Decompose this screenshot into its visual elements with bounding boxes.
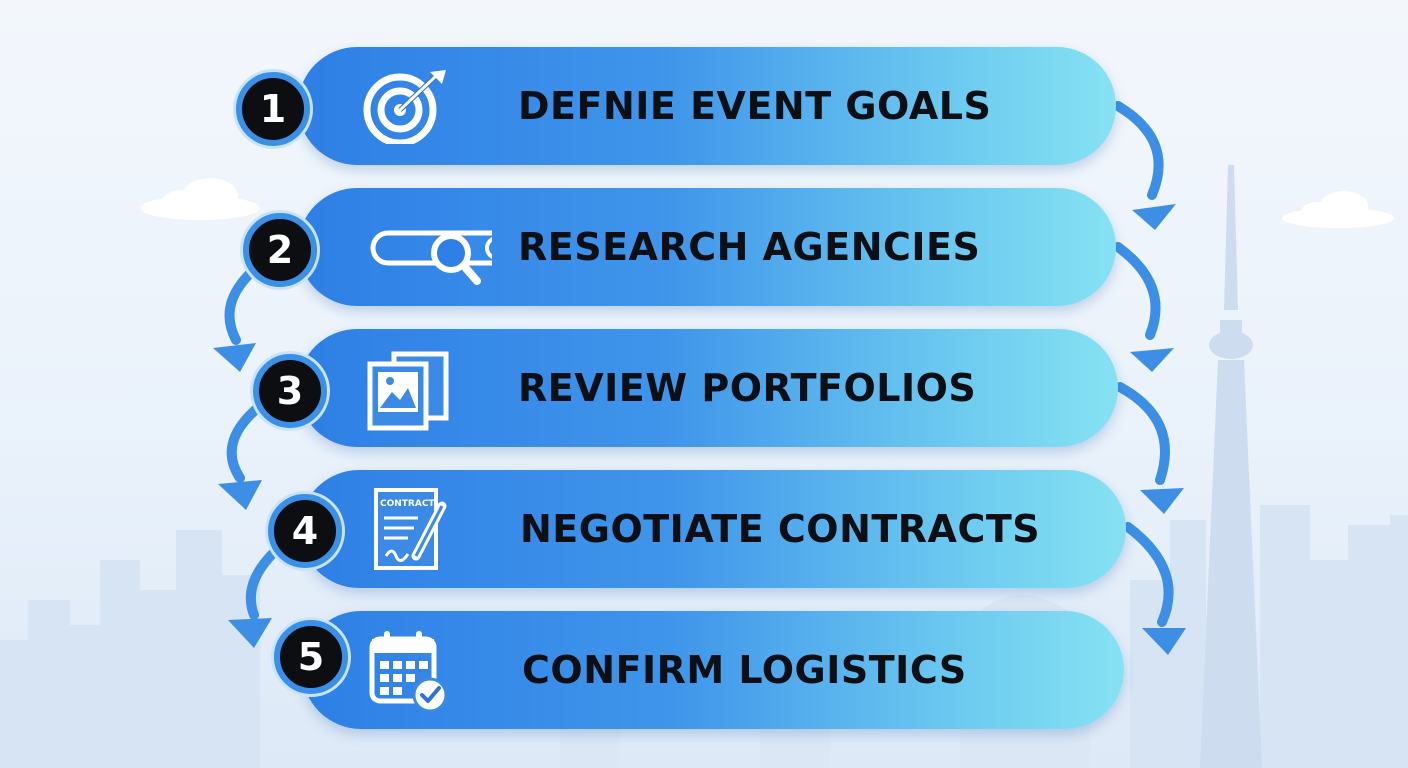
contract-icon: CONTRACT <box>374 488 447 570</box>
skyline-buildings-right <box>1130 505 1408 768</box>
step-1-label: DEFNIE EVENT GOALS <box>518 84 992 128</box>
skyline-buildings-left <box>0 530 260 768</box>
step-1-pill: DEFNIE EVENT GOALS <box>298 47 1116 165</box>
step-5-pill: CONFIRM LOGISTICS <box>302 611 1124 729</box>
step-4-number: 4 <box>268 494 342 568</box>
step-3-pill: REVIEW PORTFOLIOS <box>298 329 1118 447</box>
cloud-right <box>1282 191 1394 228</box>
step-2-label: RESEARCH AGENCIES <box>518 225 981 269</box>
contract-icon-text: CONTRACT <box>380 499 435 509</box>
tower-landmark <box>1200 165 1262 768</box>
photo-gallery-icon <box>367 351 449 431</box>
target-icon <box>363 70 446 144</box>
step-4-label: NEGOTIATE CONTRACTS <box>520 507 1041 551</box>
step-2-pill: RESEARCH AGENCIES <box>298 188 1116 306</box>
step-5-label: CONFIRM LOGISTICS <box>522 648 967 692</box>
step-3-number: 3 <box>253 354 327 428</box>
calendar-check-icon <box>369 631 448 713</box>
search-bar-icon <box>370 230 492 285</box>
step-1-number: 1 <box>236 72 310 146</box>
step-2-number: 2 <box>243 213 317 287</box>
step-5-number: 5 <box>274 620 348 694</box>
step-3-label: REVIEW PORTFOLIOS <box>518 366 977 410</box>
cloud-left <box>140 178 260 220</box>
step-4-pill: CONTRACT NEGOTIATE CONTRACTS <box>300 470 1126 588</box>
